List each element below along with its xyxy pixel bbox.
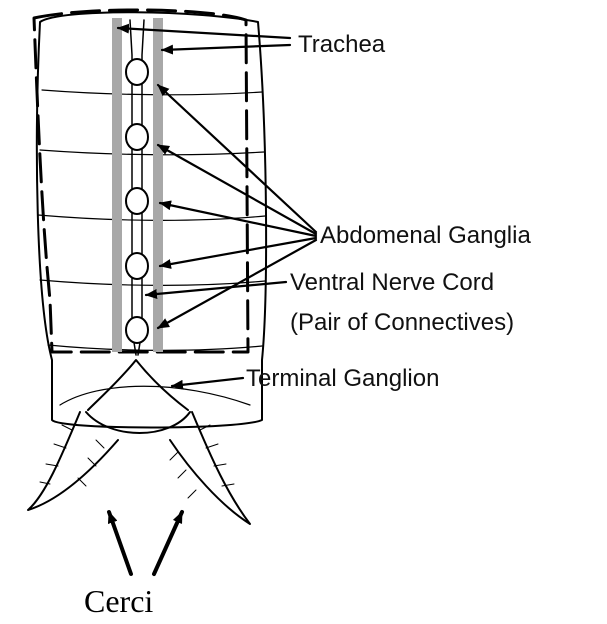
abdominal-ganglia: [126, 59, 148, 343]
label-nerve-cord-line2: (Pair of Connectives): [290, 309, 514, 336]
terminal-segment: [60, 360, 250, 433]
ganglion-2: [126, 124, 148, 150]
label-terminal-ganglion: Terminal Ganglion: [246, 365, 439, 392]
label-trachea: Trachea: [298, 31, 386, 58]
right-cercus: [170, 412, 250, 524]
ganglion-3: [126, 188, 148, 214]
label-abdominal-ganglia: Abdomenal Ganglia: [320, 222, 531, 249]
cerci-arrows: [109, 512, 182, 574]
terminal-ganglion-arrow: [172, 378, 243, 386]
label-cerci: Cerci: [84, 583, 153, 619]
ganglion-5: [126, 317, 148, 343]
abdomen-body: [37, 12, 266, 427]
ganglion-1: [126, 59, 148, 85]
ganglion-4: [126, 253, 148, 279]
label-nerve-cord-line1: Ventral Nerve Cord: [290, 269, 494, 296]
